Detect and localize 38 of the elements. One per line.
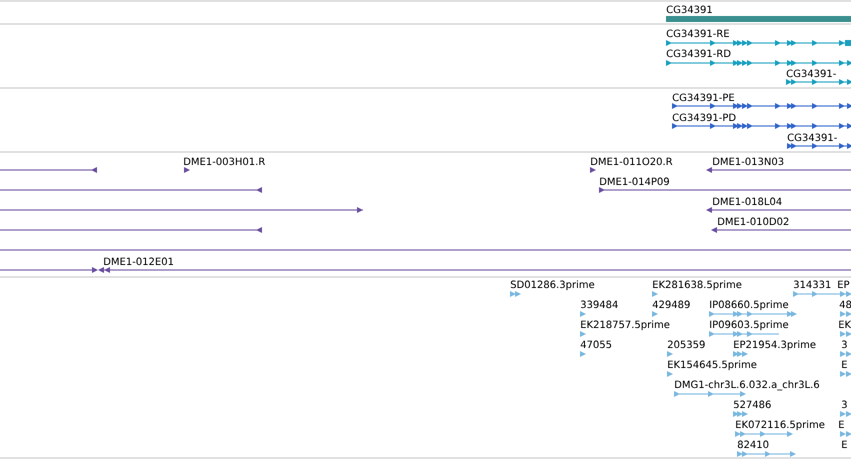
feature-label: 339484 <box>580 300 618 308</box>
feature-label: EP21954.3prime <box>734 340 816 350</box>
feature-label: 205359 <box>668 340 705 348</box>
feature-label: DME1-011O20.R <box>591 158 672 166</box>
feature-label: EK <box>839 320 851 328</box>
feature-label: 48 <box>840 300 851 308</box>
feature-label: E <box>842 440 847 448</box>
feature-label: DME1-010D02 <box>718 218 788 226</box>
feature-label: DME1-003H01.R <box>184 158 265 166</box>
feature-label: EK154645.5prime <box>668 360 756 370</box>
feature-label: DME1-013N03 <box>713 158 784 166</box>
feature-label: 3 <box>842 340 847 348</box>
feature-label: E <box>839 420 844 428</box>
feature-label: DME1-014P09 <box>600 178 669 186</box>
feature-label: CG34391-RD <box>666 50 730 58</box>
feature-label: IP09603.5prime <box>710 320 788 330</box>
feature-label: EK218757.5prime <box>581 320 670 330</box>
feature-label: CG34391- <box>786 70 836 78</box>
feature-label: E <box>842 360 847 368</box>
feature-label: DME1-018L04 <box>713 198 782 206</box>
feature-label: SD01286.3prime <box>510 280 594 290</box>
feature-label: DME1-012E01 <box>104 258 174 266</box>
feature-label: EP <box>838 280 850 288</box>
feature-label: 47055 <box>580 340 612 348</box>
feature-label: CG34391- <box>788 134 837 142</box>
feature-label: EK072116.5prime <box>736 420 824 430</box>
feature-label: 82410 <box>738 440 768 448</box>
feature-label: CG34391-PD <box>672 114 736 122</box>
feature-label: CG34391-PE <box>672 94 734 102</box>
feature-label: 314331 <box>794 280 830 288</box>
feature-label: DMG1-chr3L.6.032.a_chr3L.6 <box>675 380 820 390</box>
feature-label: EK281638.5prime <box>653 280 742 290</box>
feature-label: 527486 <box>734 400 771 408</box>
feature-label: 429489 <box>652 300 690 308</box>
feature-label: CG34391-RE <box>666 30 729 38</box>
feature-label: CG34391 <box>666 6 712 14</box>
feature-label: 3 <box>842 400 847 408</box>
feature-label: IP08660.5prime <box>710 300 788 310</box>
